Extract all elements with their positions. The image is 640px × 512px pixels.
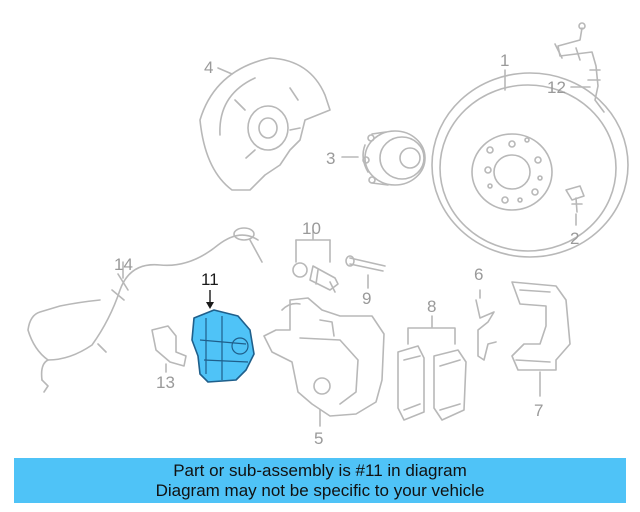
callout-3: 3 bbox=[326, 149, 336, 168]
banner-line-1: Part or sub-assembly is #11 in diagram bbox=[173, 461, 467, 480]
callout-7: 7 bbox=[534, 401, 544, 420]
part-14-abs-sensor-harness bbox=[27, 227, 263, 393]
part-4-splash-shield bbox=[199, 57, 331, 191]
callout-13: 13 bbox=[156, 373, 175, 392]
part-1-brake-rotor bbox=[431, 69, 629, 258]
callout-4: 4 bbox=[204, 58, 214, 77]
part-9-bolt bbox=[345, 255, 386, 289]
callout-9: 9 bbox=[362, 289, 372, 308]
part-11-parking-brake-motor bbox=[191, 290, 255, 383]
callout-11: 11 bbox=[201, 270, 219, 289]
part-8-brake-pads bbox=[397, 315, 467, 421]
part-12-brake-hose bbox=[554, 22, 605, 113]
brake-assembly-diagram bbox=[27, 22, 629, 427]
callout-10: 10 bbox=[302, 219, 321, 238]
callout-2: 2 bbox=[570, 229, 580, 248]
part-10-guide-pin-kit bbox=[292, 229, 339, 293]
info-banner: Part or sub-assembly is #11 in diagram D… bbox=[14, 458, 626, 503]
callout-8: 8 bbox=[427, 297, 437, 316]
callout-6: 6 bbox=[474, 265, 484, 284]
banner-line-2: Diagram may not be specific to your vehi… bbox=[155, 481, 485, 500]
part-3-wheel-hub bbox=[341, 130, 426, 186]
part-5-caliper bbox=[263, 297, 385, 427]
part-13-wheel-speed-sensor bbox=[151, 325, 187, 373]
part-6-anti-rattle-clip bbox=[475, 289, 497, 361]
part-2-screw bbox=[565, 185, 585, 226]
part-7-caliper-bracket bbox=[511, 281, 571, 397]
callout-14: 14 bbox=[114, 255, 133, 274]
callout-1: 1 bbox=[500, 51, 510, 70]
callout-5: 5 bbox=[314, 429, 324, 448]
callout-12: 12 bbox=[547, 78, 566, 97]
